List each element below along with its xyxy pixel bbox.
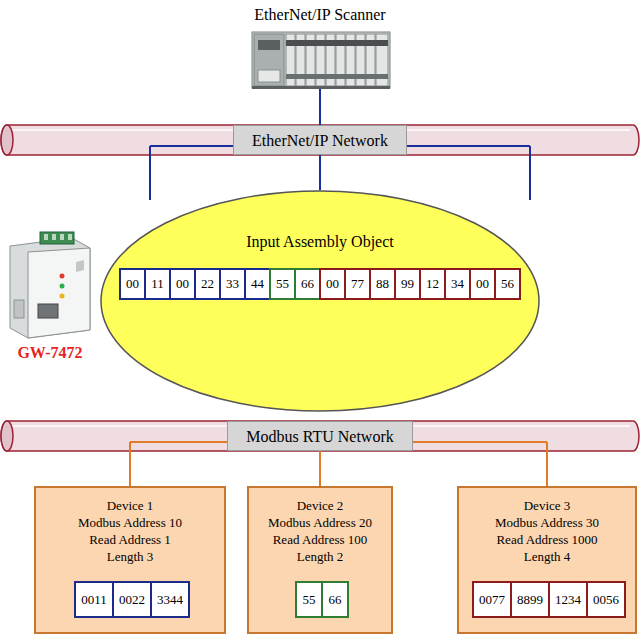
register-value: 00 bbox=[126, 276, 139, 292]
device-info: Device 2 bbox=[297, 497, 344, 514]
register-value: 0077 bbox=[479, 592, 505, 608]
register-value: 8899 bbox=[517, 592, 543, 608]
network-band: EtherNet/IP Network bbox=[0, 124, 640, 156]
network-label: EtherNet/IP Network bbox=[233, 125, 407, 155]
assembly-title: Input Assembly Object bbox=[246, 232, 394, 252]
register-value: 3344 bbox=[157, 592, 183, 608]
register-value: 99 bbox=[401, 276, 414, 292]
device-info: Modbus Address 30 bbox=[495, 514, 599, 531]
network-wire bbox=[129, 452, 131, 486]
register-cell: 8899 bbox=[510, 581, 550, 618]
network-wire bbox=[319, 452, 321, 486]
register-cell: 1234 bbox=[548, 581, 588, 618]
register-cell: 0077 bbox=[472, 581, 512, 618]
register-value: 55 bbox=[276, 276, 289, 292]
register-cell: 00 bbox=[319, 268, 346, 300]
register-cell: 33 bbox=[219, 268, 246, 300]
scanner-plc bbox=[252, 32, 390, 89]
network-label: Modbus RTU Network bbox=[227, 421, 412, 451]
register-value: 88 bbox=[376, 276, 389, 292]
device-info: Modbus Address 20 bbox=[268, 514, 372, 531]
register-value: 44 bbox=[251, 276, 264, 292]
register-cell: 3344 bbox=[150, 581, 190, 618]
device-box: Device 2Modbus Address 20Read Address 10… bbox=[247, 486, 393, 634]
gateway-device bbox=[10, 232, 90, 338]
register-value: 00 bbox=[476, 276, 489, 292]
register-value: 33 bbox=[226, 276, 239, 292]
device-info: Read Address 100 bbox=[273, 531, 368, 548]
register-value: 11 bbox=[151, 276, 164, 292]
register-cell: 56 bbox=[494, 268, 521, 300]
register-value: 0056 bbox=[593, 592, 619, 608]
register-value: 56 bbox=[501, 276, 514, 292]
register-value: 00 bbox=[176, 276, 189, 292]
register-cell: 0011 bbox=[74, 581, 114, 618]
device-info: Read Address 1000 bbox=[496, 531, 597, 548]
device-box: Device 1Modbus Address 10Read Address 1L… bbox=[34, 486, 226, 634]
scanner-label: EtherNet/IP Scanner bbox=[254, 5, 385, 25]
device-info: Read Address 1 bbox=[89, 531, 171, 548]
register-cell: 22 bbox=[194, 268, 221, 300]
gateway-label: GW-7472 bbox=[17, 343, 82, 363]
register-cell: 0056 bbox=[586, 581, 626, 618]
device-info: Modbus Address 10 bbox=[78, 514, 182, 531]
register-cell: 77 bbox=[344, 268, 371, 300]
register-value: 66 bbox=[301, 276, 314, 292]
register-cell: 99 bbox=[394, 268, 421, 300]
ellipse-outline bbox=[100, 190, 540, 412]
register-cell: 0022 bbox=[112, 581, 152, 618]
device-info: Length 4 bbox=[524, 548, 571, 565]
register-value: 55 bbox=[303, 592, 316, 608]
device-info: Device 1 bbox=[107, 497, 154, 514]
register-cell: 44 bbox=[244, 268, 271, 300]
register-cell: 55 bbox=[269, 268, 296, 300]
register-value: 12 bbox=[426, 276, 439, 292]
register-value: 1234 bbox=[555, 592, 581, 608]
device-info: Device 3 bbox=[524, 497, 571, 514]
ethernet-drop bbox=[529, 156, 531, 200]
register-value: 34 bbox=[451, 276, 464, 292]
register-cell: 00 bbox=[169, 268, 196, 300]
register-cell: 88 bbox=[369, 268, 396, 300]
register-cell: 00 bbox=[469, 268, 496, 300]
register-cell: 66 bbox=[321, 581, 349, 618]
network-band: Modbus RTU Network bbox=[0, 420, 640, 452]
register-cell: 12 bbox=[419, 268, 446, 300]
register-cell: 34 bbox=[444, 268, 471, 300]
register-value: 0011 bbox=[81, 592, 107, 608]
register-value: 0022 bbox=[119, 592, 145, 608]
network-wire bbox=[546, 452, 548, 486]
register-cell: 66 bbox=[294, 268, 321, 300]
device-box: Device 3Modbus Address 30Read Address 10… bbox=[457, 486, 637, 634]
device-info: Length 2 bbox=[297, 548, 344, 565]
register-value: 00 bbox=[326, 276, 339, 292]
device-info: Length 3 bbox=[107, 548, 154, 565]
register-cell: 11 bbox=[144, 268, 171, 300]
assembly-ellipse: Input Assembly Object 00 11 00 22 33 44 55 66 00 7… bbox=[100, 190, 540, 412]
scanner-wire bbox=[319, 89, 321, 124]
register-value: 77 bbox=[351, 276, 364, 292]
scanner-label-wrap: EtherNet/IP Scanner bbox=[170, 5, 470, 25]
register-cell: 00 bbox=[119, 268, 146, 300]
network-wire bbox=[319, 156, 321, 190]
ethernet-drop bbox=[149, 156, 151, 200]
register-value: 22 bbox=[201, 276, 214, 292]
register-cell: 55 bbox=[295, 581, 323, 618]
register-value: 66 bbox=[329, 592, 342, 608]
